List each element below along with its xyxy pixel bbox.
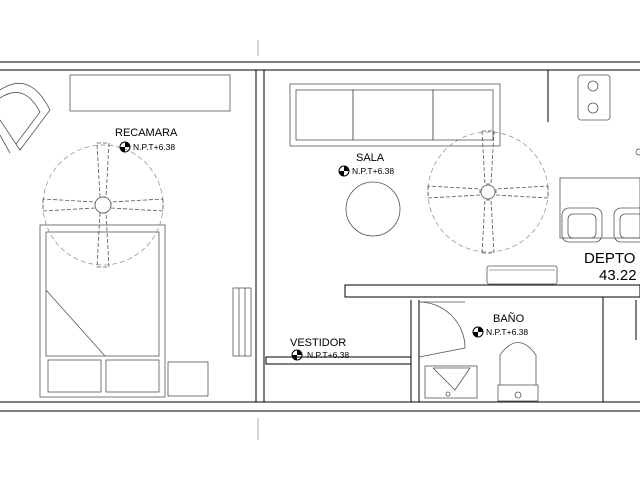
kitchen xyxy=(559,74,640,243)
armchair-icon xyxy=(0,82,51,154)
level-marker-icon xyxy=(291,349,303,361)
ceiling-fan-icon xyxy=(42,142,164,268)
room-label-bano: BAÑO xyxy=(493,312,525,325)
bed xyxy=(39,224,166,398)
sink xyxy=(424,365,478,399)
room-label-sala: SALA xyxy=(356,152,385,164)
coffee-table xyxy=(345,181,401,237)
toilet xyxy=(497,342,539,402)
level-label-vestidor: N.P.T+6.38 xyxy=(307,350,349,360)
door-swing-icon xyxy=(418,301,466,358)
level-label-bano: N.P.T+6.38 xyxy=(486,327,528,337)
room-label-recamara: RECAMARA xyxy=(115,127,178,139)
sofa xyxy=(289,83,501,147)
cabinet xyxy=(69,74,231,112)
level-marker-icon xyxy=(338,165,350,177)
nightstand xyxy=(167,361,209,397)
level-marker-icon xyxy=(472,326,484,338)
recamara-furniture xyxy=(0,74,252,398)
level-label-sala: N.P.T+6.38 xyxy=(352,166,394,176)
stool xyxy=(613,207,640,243)
stool xyxy=(561,207,603,243)
walls xyxy=(0,40,640,440)
sala-furniture xyxy=(289,83,558,285)
unit-label: DEPTO xyxy=(584,250,635,267)
ceiling-fan-icon xyxy=(427,130,549,254)
level-label-recamara: N.P.T+6.38 xyxy=(133,142,175,152)
bano-fixtures xyxy=(418,301,539,402)
tv-console xyxy=(486,265,558,285)
room-label-vestidor: VESTIDOR xyxy=(290,337,346,349)
unit-area: 43.22 xyxy=(599,267,637,284)
ac-unit xyxy=(232,287,252,357)
level-marker-icon xyxy=(119,141,131,153)
